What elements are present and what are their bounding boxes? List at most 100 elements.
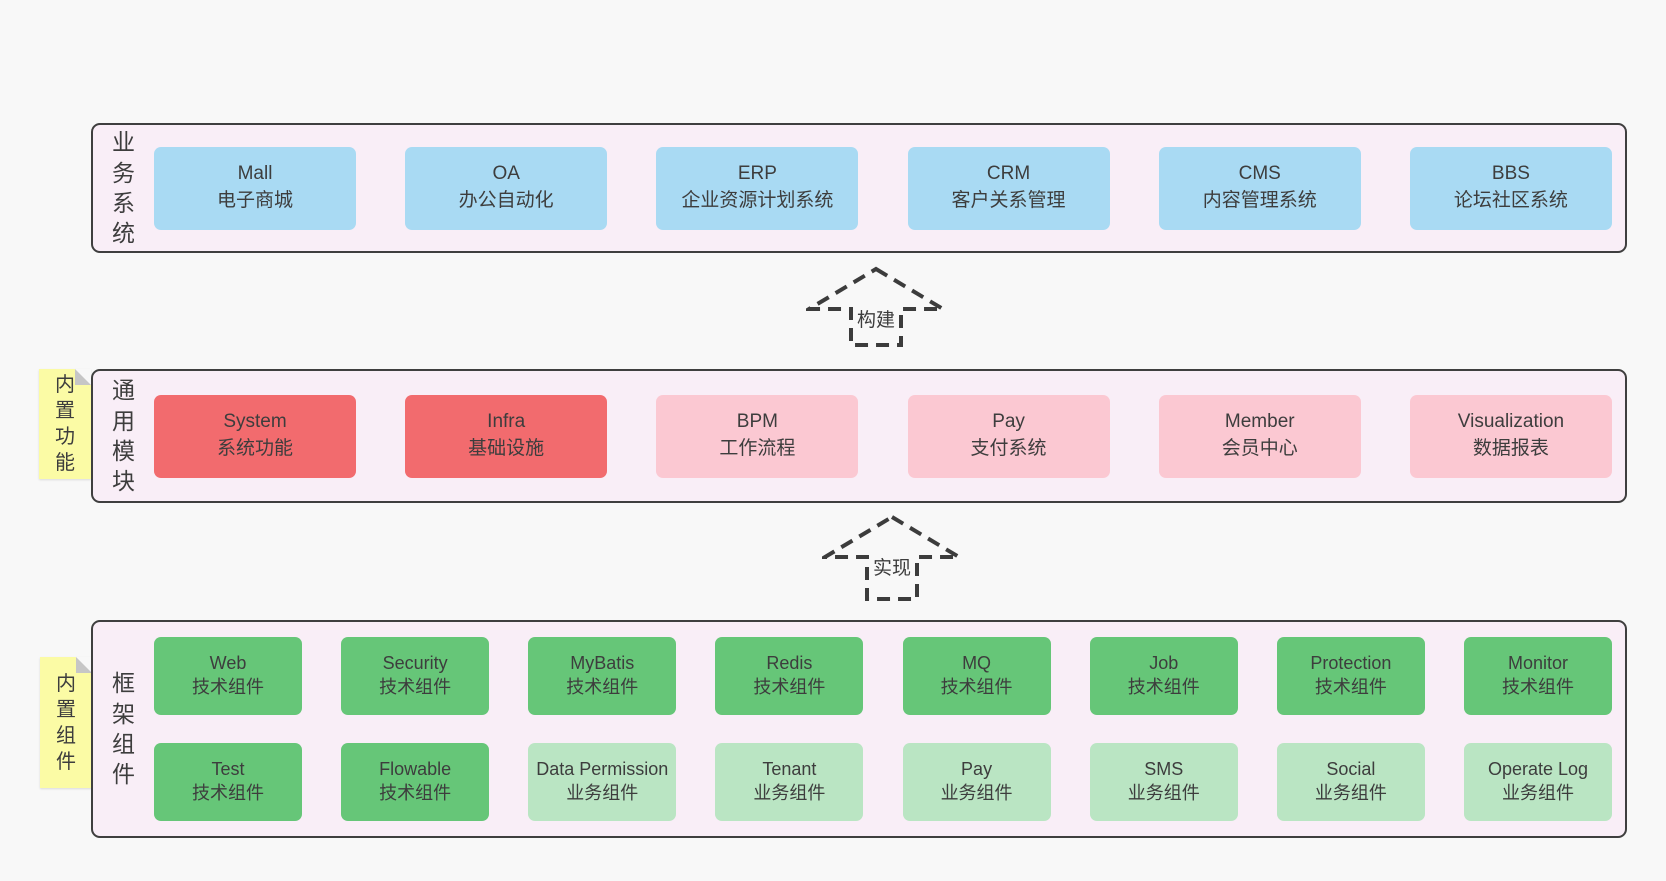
band-label-text: 业务系统 <box>111 129 135 247</box>
box-subtitle: 业务组件 <box>1314 783 1387 803</box>
box-subtitle: 业务组件 <box>753 783 826 803</box>
box-subtitle: 业务组件 <box>1127 783 1200 803</box>
band-business-systems: 业务系统 Mall 电子商城 OA 办公自动化 ERP 企业资源计划系统 CRM… <box>91 123 1627 253</box>
box-subtitle: 论坛社区系统 <box>1453 190 1568 211</box>
dashed-arrow-outline <box>806 266 946 347</box>
box-title: Pay <box>961 759 993 780</box>
arrow-label: 构建 <box>857 309 895 331</box>
box-tenant: Tenant 业务组件 <box>715 743 864 821</box>
box-title: CMS <box>1238 163 1281 185</box>
box-subtitle: 办公自动化 <box>458 190 554 211</box>
box-data-permission: Data Permission 业务组件 <box>528 743 677 821</box>
band-label-business-systems: 业务系统 <box>93 125 154 251</box>
build-arrow: 构建 <box>806 266 946 348</box>
box-title: Web <box>209 653 247 674</box>
box-cms: CMS 内容管理系统 <box>1158 146 1361 230</box>
box-subtitle: 数据报表 <box>1472 438 1549 459</box>
box-title: Monitor <box>1507 653 1568 674</box>
box-title: Infra <box>487 411 526 433</box>
box-title: Security <box>382 653 448 674</box>
box-subtitle: 技术组件 <box>1127 677 1200 697</box>
business-systems-boxes: Mall 电子商城 OA 办公自动化 ERP 企业资源计划系统 CRM 客户关系… <box>154 125 1625 251</box>
box-subtitle: 技术组件 <box>566 677 639 697</box>
box-title: BPM <box>736 411 778 433</box>
box-title: SMS <box>1144 759 1184 780</box>
box-subtitle: 企业资源计划系统 <box>681 190 834 211</box>
box-title: Visualization <box>1457 411 1565 433</box>
box-social: Social 业务组件 <box>1276 743 1425 821</box>
box-sms: SMS 业务组件 <box>1089 743 1238 821</box>
sticky-text: 内置功能 <box>55 374 75 474</box>
box-subtitle: 技术组件 <box>379 677 452 697</box>
box-title: Mall <box>237 163 273 185</box>
implement-arrow: 实现 <box>822 514 962 602</box>
framework-row-1: Web 技术组件 Security 技术组件 MyBatis 技术组件 Redi… <box>154 637 1612 715</box>
box-erp: ERP 企业资源计划系统 <box>656 146 859 230</box>
box-title: MyBatis <box>570 653 635 674</box>
sticky-note-builtin-features: 内置功能 <box>39 369 91 479</box>
box-member: Member 会员中心 <box>1158 394 1361 478</box>
box-web: Web 技术组件 <box>154 637 302 715</box>
box-bpm: BPM 工作流程 <box>656 394 859 478</box>
box-subtitle: 基础设施 <box>468 438 545 459</box>
box-title: Data Permission <box>536 759 669 780</box>
box-subtitle: 技术组件 <box>379 783 452 803</box>
box-title: CRM <box>986 163 1031 185</box>
box-title: Tenant <box>762 759 817 780</box>
arrow-label: 实现 <box>873 557 911 579</box>
box-monitor: Monitor 技术组件 <box>1463 637 1612 715</box>
dashed-arrow-outline <box>822 514 962 601</box>
box-flowable: Flowable 技术组件 <box>341 743 490 821</box>
box-subtitle: 内容管理系统 <box>1202 190 1317 211</box>
box-subtitle: 技术组件 <box>1501 677 1574 697</box>
folded-corner-icon <box>76 657 92 673</box>
box-title: Operate Log <box>1487 759 1589 780</box>
box-mybatis: MyBatis 技术组件 <box>528 637 677 715</box>
box-subtitle: 技术组件 <box>753 677 826 697</box>
band-label-framework-components: 框架组件 <box>93 622 154 836</box>
box-subtitle: 客户关系管理 <box>951 190 1066 211</box>
box-oa: OA 办公自动化 <box>405 146 608 230</box>
box-title: MQ <box>962 653 992 674</box>
box-title: Protection <box>1310 653 1392 674</box>
up-arrow-icon: 构建 <box>806 266 946 347</box>
box-subtitle: 业务组件 <box>1501 783 1574 803</box>
common-modules-boxes: System 系统功能 Infra 基础设施 BPM 工作流程 Pay 支付系统… <box>154 371 1625 501</box>
band-common-modules: 通用模块 System 系统功能 Infra 基础设施 BPM 工作流程 Pay… <box>91 369 1627 503</box>
box-title: System <box>223 411 287 433</box>
box-title: Job <box>1149 653 1179 674</box>
box-mall: Mall 电子商城 <box>154 146 356 230</box>
box-subtitle: 支付系统 <box>970 438 1047 459</box>
box-pay: Pay 支付系统 <box>907 394 1110 478</box>
box-mq: MQ 技术组件 <box>902 637 1051 715</box>
box-subtitle: 业务组件 <box>940 783 1013 803</box>
box-subtitle: 技术组件 <box>940 677 1013 697</box>
box-pay-biz: Pay 业务组件 <box>902 743 1051 821</box>
box-visualization: Visualization 数据报表 <box>1409 394 1612 478</box>
box-title: ERP <box>737 163 777 185</box>
box-subtitle: 技术组件 <box>192 677 264 697</box>
box-operate-log: Operate Log 业务组件 <box>1463 743 1612 821</box>
box-title: Member <box>1224 411 1295 433</box>
box-subtitle: 业务组件 <box>566 783 639 803</box>
band-label-text: 通用模块 <box>111 377 135 495</box>
folded-corner-icon <box>75 369 91 385</box>
box-protection: Protection 技术组件 <box>1276 637 1425 715</box>
band-label-text: 框架组件 <box>111 670 135 788</box>
box-subtitle: 电子商城 <box>216 190 293 211</box>
box-subtitle: 技术组件 <box>1314 677 1387 697</box>
box-title: BBS <box>1491 163 1530 185</box>
framework-components-boxes: Web 技术组件 Security 技术组件 MyBatis 技术组件 Redi… <box>154 622 1625 836</box>
box-title: OA <box>492 163 520 185</box>
box-title: Test <box>211 759 245 780</box>
box-job: Job 技术组件 <box>1089 637 1238 715</box>
box-system: System 系统功能 <box>154 394 356 478</box>
band-framework-components: 框架组件 Web 技术组件 Security 技术组件 MyBatis 技术组件… <box>91 620 1627 838</box>
box-crm: CRM 客户关系管理 <box>907 146 1110 230</box>
box-title: Redis <box>766 653 813 674</box>
sticky-note-builtin-components: 内置组件 <box>40 657 92 788</box>
box-infra: Infra 基础设施 <box>405 394 608 478</box>
box-security: Security 技术组件 <box>341 637 490 715</box>
box-test: Test 技术组件 <box>154 743 302 821</box>
